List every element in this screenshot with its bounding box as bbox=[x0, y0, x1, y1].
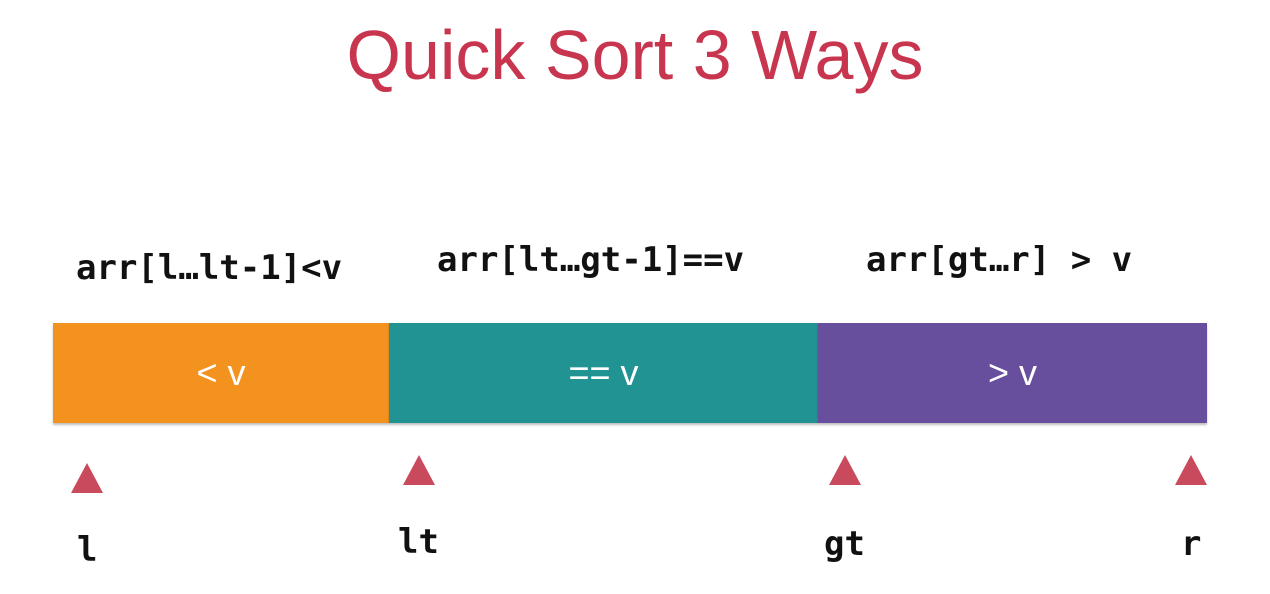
marker-gt-icon bbox=[829, 455, 861, 485]
range-label-equal: arr[lt…gt-1]==v bbox=[437, 240, 745, 280]
range-label-greater: arr[gt…r] > v bbox=[866, 240, 1133, 280]
index-label-r: r bbox=[1181, 524, 1202, 564]
segment-less: < v bbox=[53, 323, 389, 423]
range-label-less: arr[l…lt-1]<v bbox=[76, 248, 343, 288]
index-label-lt: lt bbox=[398, 522, 439, 562]
segment-less-label: < v bbox=[196, 352, 246, 393]
index-label-gt: gt bbox=[824, 524, 865, 564]
marker-l-icon bbox=[71, 463, 103, 493]
segment-greater-label: > v bbox=[987, 352, 1038, 393]
segment-greater: > v bbox=[818, 323, 1207, 423]
segment-equal: == v bbox=[389, 323, 818, 423]
index-label-l: l bbox=[77, 530, 98, 570]
marker-r-icon bbox=[1175, 455, 1207, 485]
page-title: Quick Sort 3 Ways bbox=[346, 16, 924, 94]
segment-equal-label: == v bbox=[568, 352, 639, 393]
marker-lt-icon bbox=[403, 455, 435, 485]
